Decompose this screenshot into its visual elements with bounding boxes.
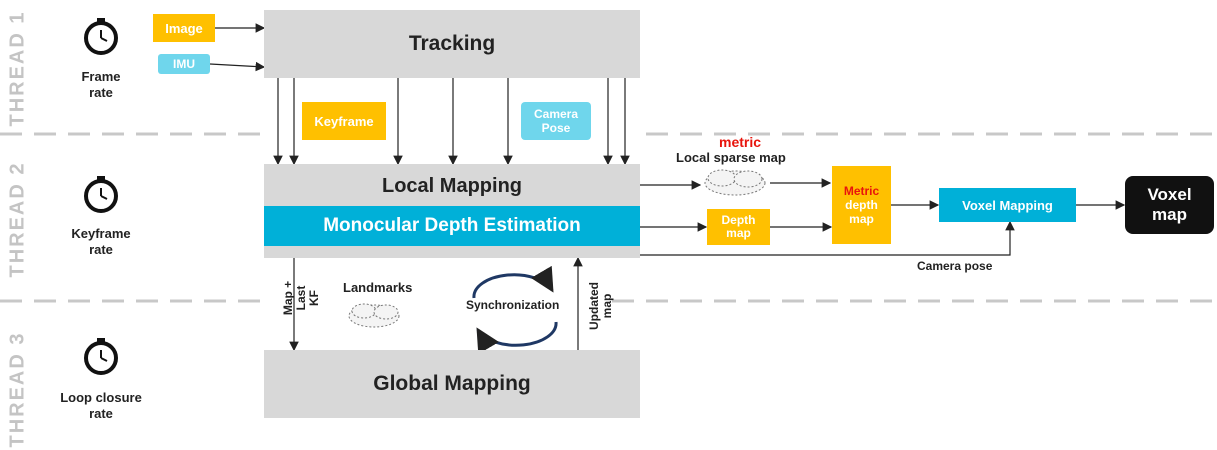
thread-3-label: THREAD 3	[6, 331, 29, 448]
synchronization-label: Synchronization	[466, 298, 560, 312]
metric-depth-map-box: Metric depth map	[832, 166, 891, 244]
sync-arrow-top	[472, 265, 554, 299]
keyframe-box: Keyframe	[302, 102, 386, 140]
tracking-block: Tracking	[264, 10, 640, 78]
global-mapping-block: Global Mapping	[264, 350, 640, 418]
thread-1-label: THREAD 1	[6, 10, 29, 127]
image-input: Image	[153, 14, 215, 42]
local-sparse-map-label: Local sparse map	[676, 150, 786, 165]
local-mapping-block: Local Mapping	[264, 164, 640, 208]
local-mapping-footer	[264, 246, 640, 258]
metric-label: metric	[719, 134, 762, 150]
stopwatch-icon-thread-2	[84, 176, 118, 213]
landmarks-label: Landmarks	[343, 280, 413, 295]
camera-pose-label: Camera pose	[917, 259, 993, 273]
monocular-depth-estimation-block: Monocular Depth Estimation	[264, 206, 640, 246]
stopwatch-icon-thread-3	[84, 338, 118, 375]
voxel-mapping-box: Voxel Mapping	[939, 188, 1076, 222]
thread-2-label: THREAD 2	[6, 161, 29, 278]
stopwatch-icon-thread-1	[84, 18, 118, 55]
camera-pose-arrow	[640, 220, 1015, 256]
landmarks-cloud	[348, 303, 400, 328]
local-sparse-map-cloud	[704, 169, 766, 196]
imu-input: IMU	[158, 54, 210, 74]
sync-arrow-bottom	[476, 321, 558, 355]
connector-layer	[0, 18, 1217, 375]
imu-arrow	[209, 61, 266, 72]
